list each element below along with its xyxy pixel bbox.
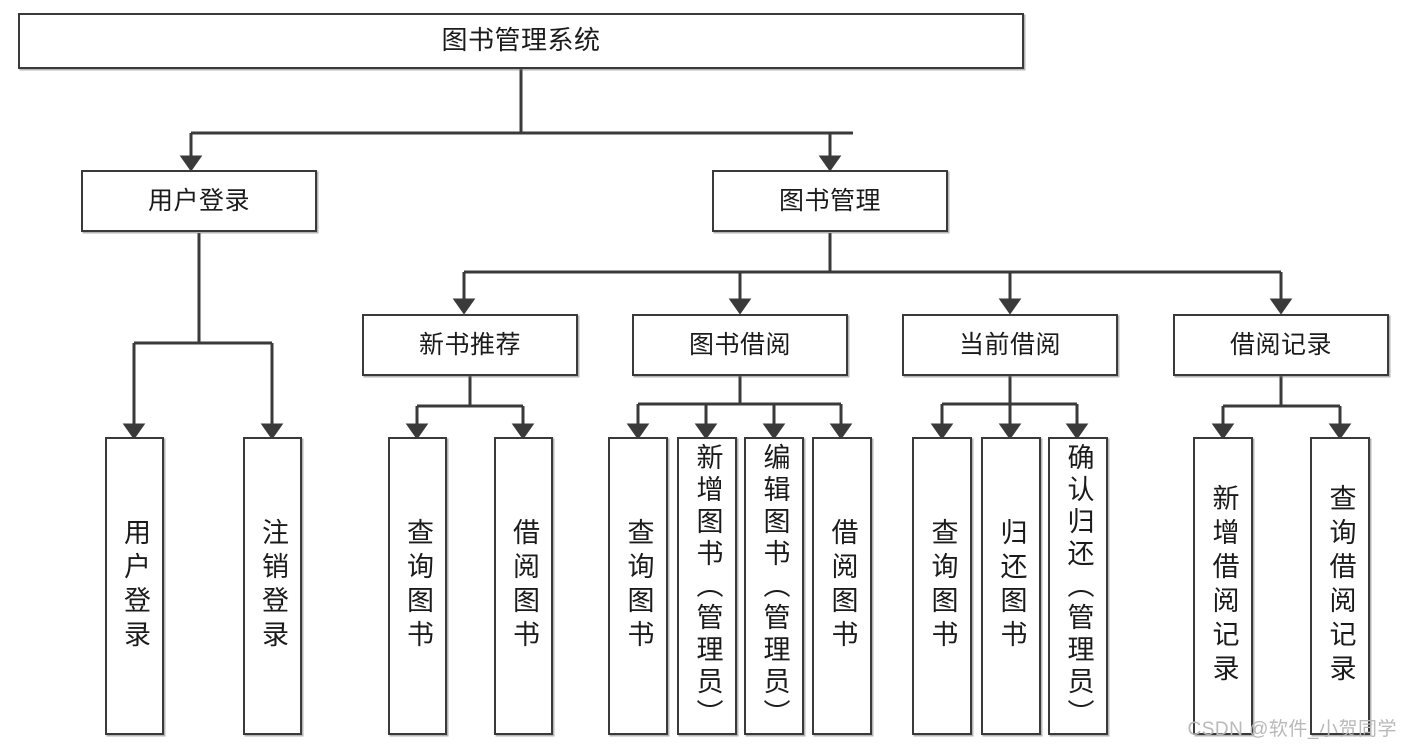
node-book-borrowing[interactable]: 图书借阅: [632, 314, 848, 376]
node-label: 用户登录: [120, 518, 150, 654]
node-label: 新书推荐: [418, 330, 521, 359]
node-label: 归还图书: [996, 518, 1027, 654]
node-label: 确认归还（管理员）: [1063, 443, 1094, 731]
node-label: 当前借阅: [958, 330, 1061, 359]
node-label: 查询图书: [927, 518, 958, 654]
node-borrowing-record[interactable]: 借阅记录: [1173, 314, 1389, 376]
leaf-borrow-book-borrow[interactable]: 借阅图书: [812, 437, 872, 735]
leaf-query-borrow-record[interactable]: 查询借阅记录: [1310, 437, 1370, 735]
node-label: 借阅图书: [827, 518, 858, 654]
node-label: 图书管理: [778, 186, 881, 215]
node-label: 查询图书: [623, 518, 654, 654]
node-label: 查询图书: [403, 518, 433, 654]
node-root-book-management-system[interactable]: 图书管理系统: [18, 13, 1024, 69]
leaf-logout-login[interactable]: 注销登录: [243, 437, 302, 735]
node-label: 图书借阅: [688, 330, 791, 359]
leaf-borrow-book-recommend[interactable]: 借阅图书: [494, 437, 553, 735]
node-label: 注销登录: [258, 518, 288, 654]
node-label: 查询借阅记录: [1325, 484, 1356, 688]
leaf-query-book-recommend[interactable]: 查询图书: [388, 437, 447, 735]
csdn-watermark: CSDN @软件_小贺同学: [1187, 719, 1397, 740]
node-label: 编辑图书（管理员）: [759, 443, 790, 731]
leaf-add-borrow-record[interactable]: 新增借阅记录: [1193, 437, 1253, 735]
leaf-return-book[interactable]: 归还图书: [981, 437, 1041, 735]
leaf-confirm-return-admin[interactable]: 确认归还（管理员）: [1048, 437, 1108, 735]
leaf-add-book-admin[interactable]: 新增图书（管理员）: [677, 437, 737, 735]
node-label: 借阅记录: [1229, 330, 1332, 359]
node-label: 图书管理系统: [441, 25, 601, 56]
node-user-login[interactable]: 用户登录: [81, 170, 317, 232]
node-current-borrowing[interactable]: 当前借阅: [902, 314, 1118, 376]
leaf-query-book-borrow[interactable]: 查询图书: [608, 437, 668, 735]
leaf-user-login[interactable]: 用户登录: [105, 437, 164, 735]
node-book-management[interactable]: 图书管理: [712, 170, 948, 232]
node-label: 用户登录: [147, 186, 250, 215]
node-new-book-recommendation[interactable]: 新书推荐: [362, 314, 578, 376]
node-label: 新增借阅记录: [1208, 484, 1239, 688]
node-label: 借阅图书: [509, 518, 539, 654]
leaf-edit-book-admin[interactable]: 编辑图书（管理员）: [744, 437, 804, 735]
leaf-query-book-current[interactable]: 查询图书: [912, 437, 972, 735]
node-label: 新增图书（管理员）: [692, 443, 723, 731]
